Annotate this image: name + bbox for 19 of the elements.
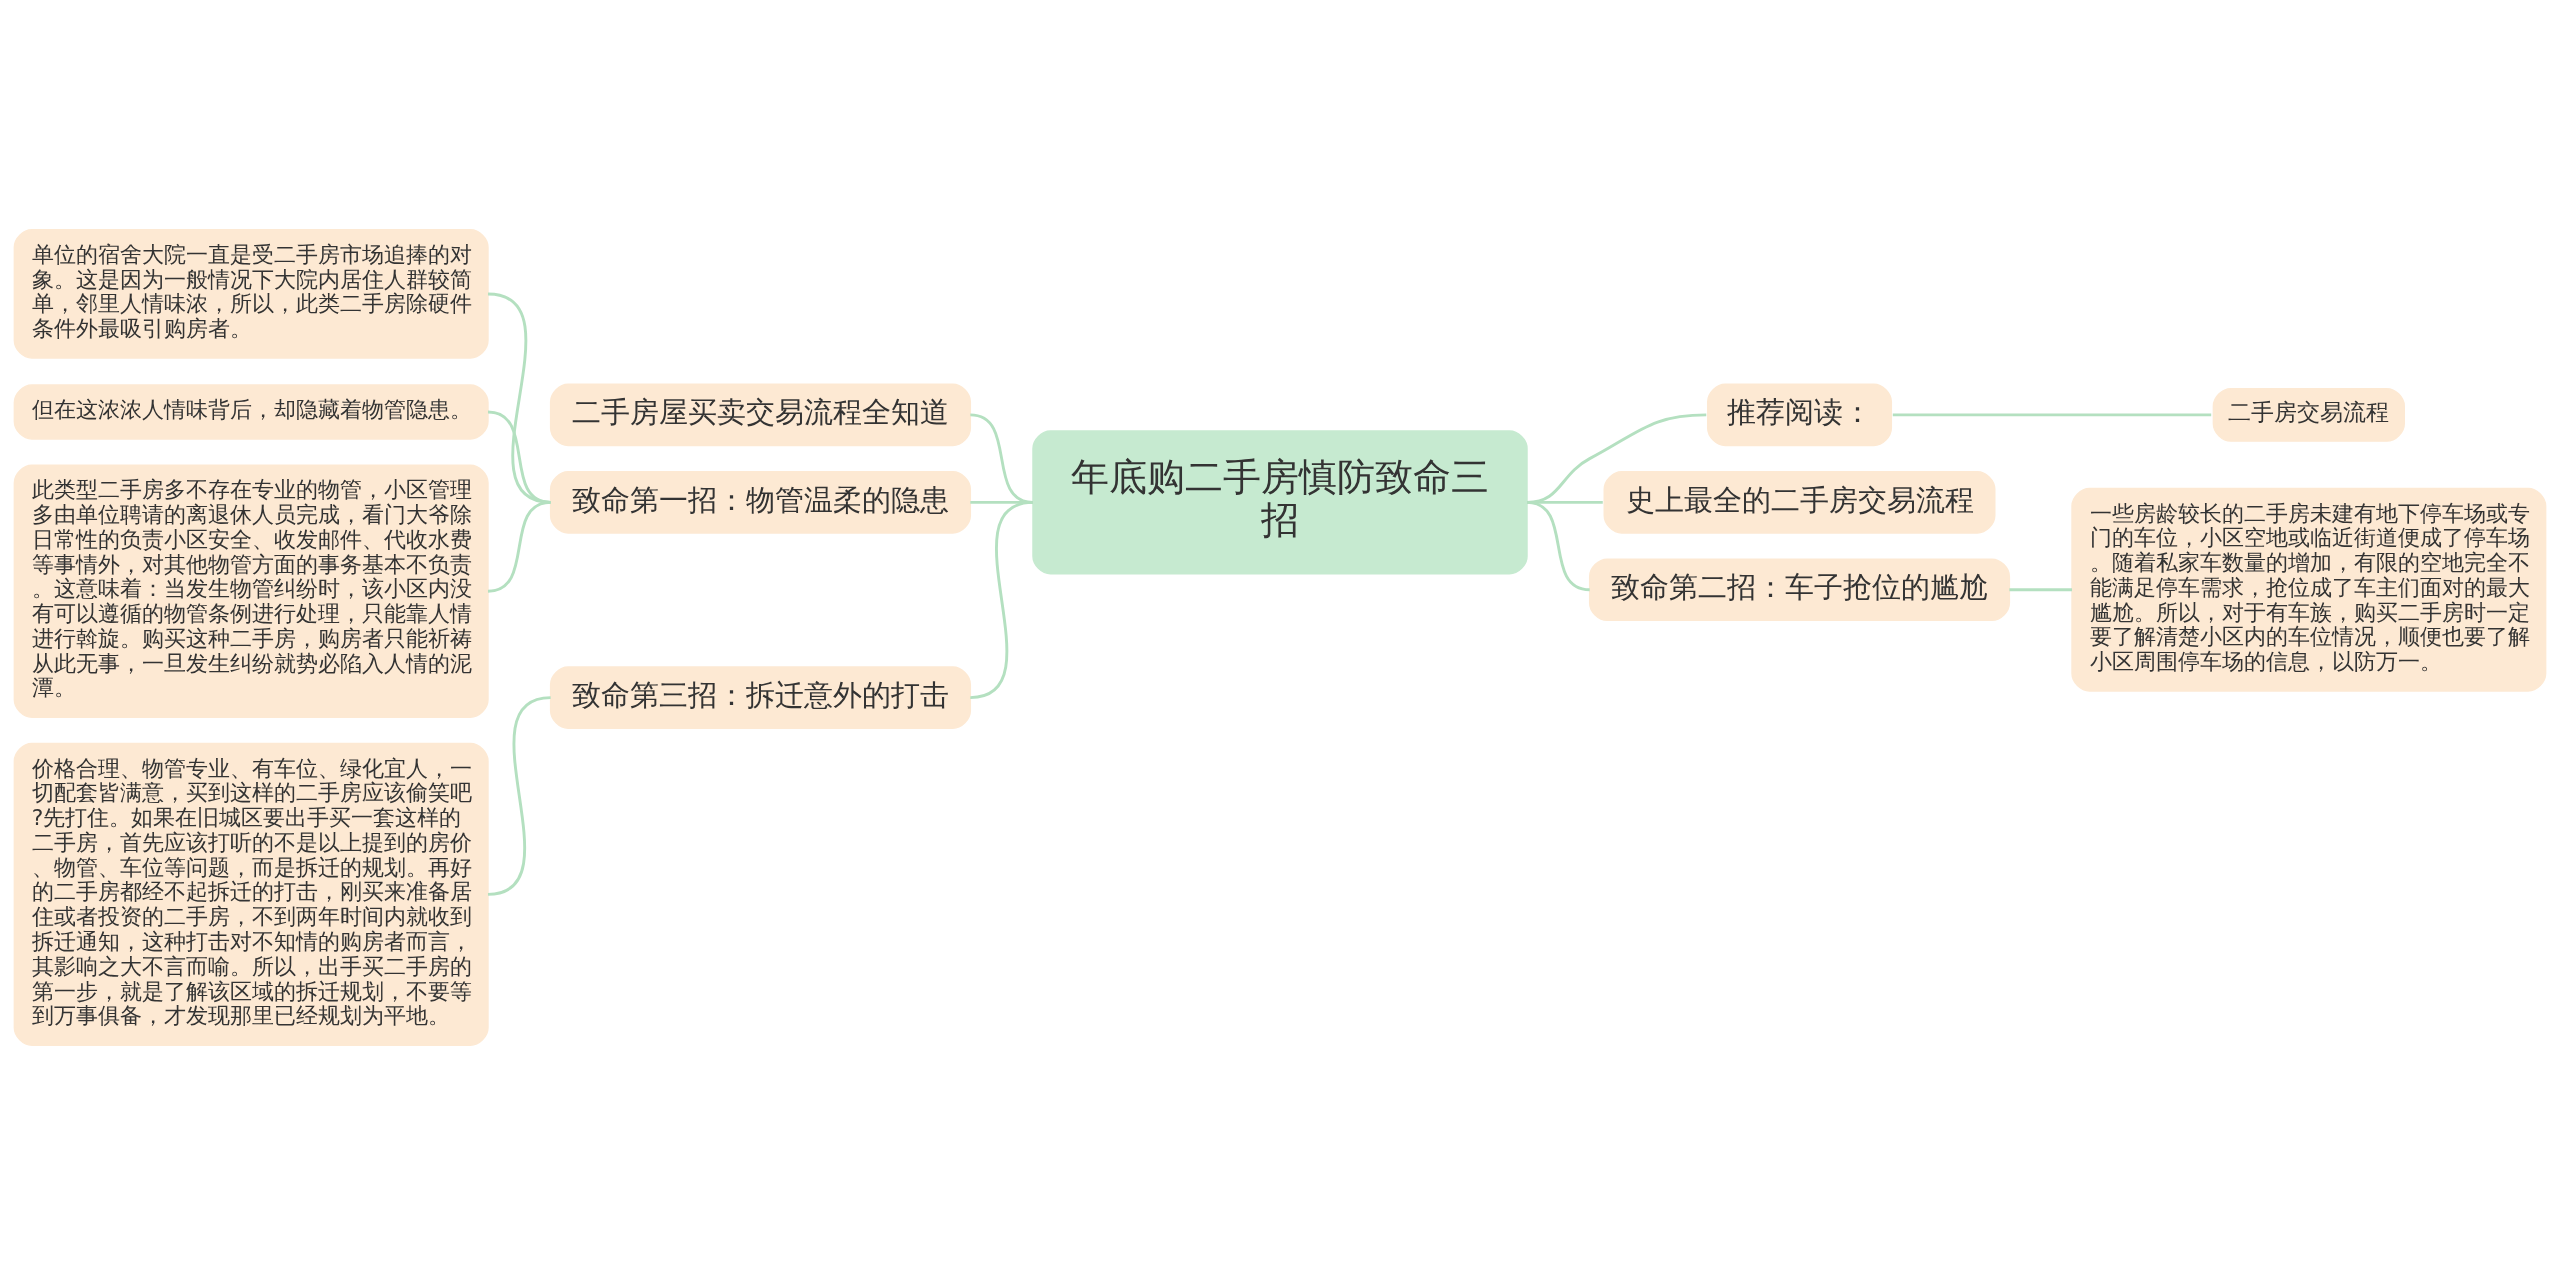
connector <box>1892 412 2212 416</box>
node-box: 致命第二招：车子抢位的尴尬 <box>1588 557 2011 621</box>
node-box: 价格合理、物管专业、有车位、绿化宜人，一切配套皆满意，买到这样的二手房应该偷笑吧?先打住。如果在旧城区要出手买一套这样的二手房，首先应该打听的不是以上提到的房价、物管、车位等问题，而是拆迁的规划。再好的二手房都经不起拆迁的打击，刚买来准备居住或者投资的二手房，不到两年时间内就收到拆迁通知，这种打击对不知情的购房者而言，其影响之大不言而喻。所以，出手买二手房的第一步，就是了解该区域的拆迁规划，不要等到万事俱备，才发现那里已经规划为平地。 <box>13 742 489 1046</box>
node-box: 年底购二手房慎防致命三招 <box>1032 429 1528 574</box>
node-box: 一些房龄较长的二手房未建有地下停车场或专门的车位，小区空地或临近街道便成了停车场。随着私家车数量的增加，有限的空地完全不能满足停车需求，抢位成了车主们面对的最大尴尬。所以，对于有车族，购买二手房时一定要了解清楚小区内的车位情况，顺便也要了解小区周围停车场的信息，以防万一。 <box>2071 487 2547 692</box>
node-box: 此类型二手房多不存在专业的物管，小区管理多由单位聘请的离退休人员完成，看门大爷除日常性的负责小区安全、收发邮件、代收水费等事情外，对其他物管方面的事务基本不负责。这意味着：当发生物管纠纷时，该小区内没有可以遵循的物管条例进行处理，只能靠人情进行斡旋。购买这种二手房，购房者只能祈祷从此无事，一旦发生纠纷就势必陷入人情的泥潭。 <box>13 463 489 718</box>
node-box: 致命第三招：拆迁意外的打击 <box>549 665 972 729</box>
connector <box>487 500 551 593</box>
connector <box>970 500 1034 699</box>
node-box: 史上最全的二手房交易流程 <box>1603 470 1996 534</box>
node-box: 单位的宿舍大院一直是受二手房市场追捧的对象。这是因为一般情况下大院内居住人群较简单，邻里人情味浓，所以，此类二手房除硬件条件外最吸引购房者。 <box>13 228 489 359</box>
node-box: 二手房交易流程 <box>2212 387 2405 442</box>
node-box: 二手房屋买卖交易流程全知道 <box>549 383 972 446</box>
node-box: 但在这浓浓人情味背后，却隐藏着物管隐患。 <box>13 383 489 440</box>
node-box: 致命第一招：物管温柔的隐患 <box>549 470 972 534</box>
connector <box>2009 587 2073 591</box>
connector <box>487 695 551 896</box>
node-box: 推荐阅读： <box>1707 383 1893 446</box>
connector <box>1526 500 1590 591</box>
